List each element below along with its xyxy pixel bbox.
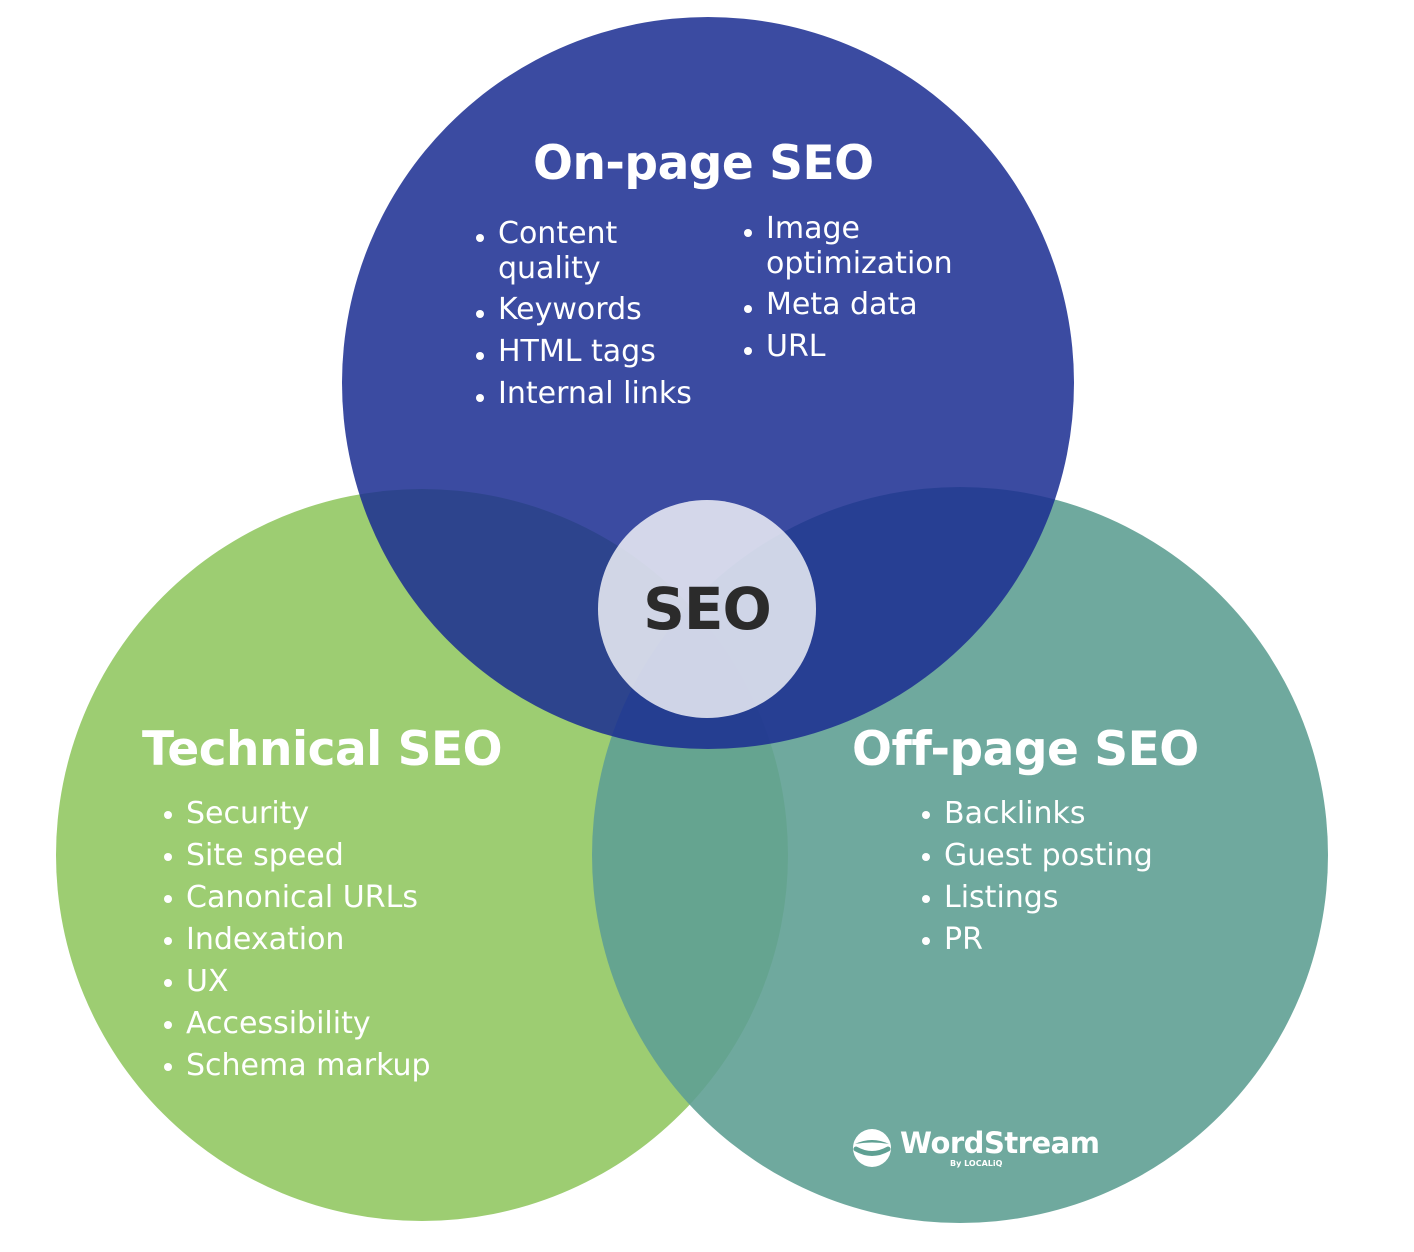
list-item: Canonical URLs <box>160 877 431 919</box>
list-item: HTML tags <box>472 334 713 370</box>
list-item: Accessibility <box>160 1003 431 1045</box>
seo-center-circle <box>598 500 816 718</box>
list-item: Listings <box>918 877 1153 919</box>
list-item: PR <box>918 919 1153 961</box>
list-item: Internal links <box>472 376 713 412</box>
list-item: Meta data <box>740 287 981 323</box>
onpage-seo-circle <box>342 17 1074 749</box>
list-item: URL <box>740 329 981 365</box>
list-item: Guest posting <box>918 835 1153 877</box>
brand-subtitle: By LOCALiQ <box>950 1158 1003 1168</box>
technical-seo-title: Technical SEO <box>142 722 503 777</box>
seo-center-label: SEO <box>643 575 772 643</box>
wordstream-logo-icon <box>853 1129 891 1167</box>
list-item: Backlinks <box>918 793 1153 835</box>
onpage-seo-title: On-page SEO <box>533 136 874 191</box>
list-item: UX <box>160 961 431 1003</box>
list-item: Content quality <box>472 216 713 286</box>
list-item: Keywords <box>472 292 713 328</box>
list-item: Site speed <box>160 835 431 877</box>
wordstream-brand: WordStream By LOCALiQ <box>852 1125 1100 1168</box>
offpage-seo-title: Off-page SEO <box>852 722 1199 777</box>
list-item: Schema markup <box>160 1045 431 1087</box>
list-item: Security <box>160 793 431 835</box>
list-item: Image optimization <box>740 211 981 281</box>
list-item: Indexation <box>160 919 431 961</box>
brand-name: WordStream <box>900 1125 1100 1160</box>
